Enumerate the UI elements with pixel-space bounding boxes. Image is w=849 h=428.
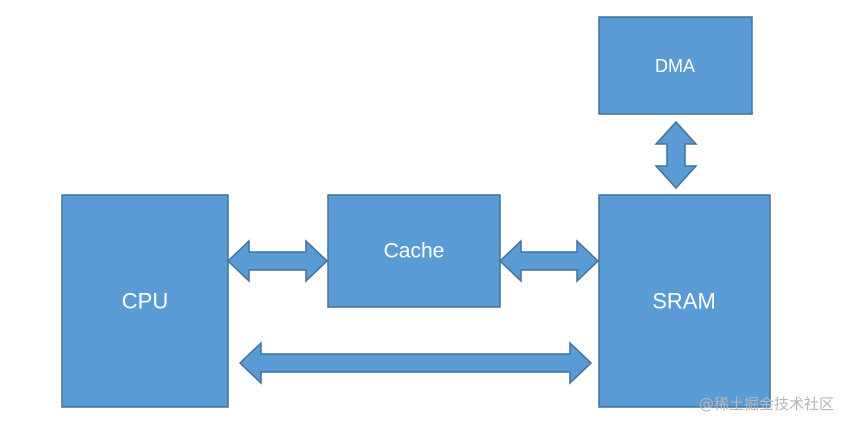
cache-sram-arrow (498, 239, 600, 283)
sram-label: SRAM (652, 289, 716, 314)
cpu-sram-arrow (238, 341, 593, 385)
cpu-label: CPU (122, 289, 168, 314)
cpu-block: CPU (61, 194, 229, 408)
dma-label: DMA (655, 56, 695, 76)
sram-block: SRAM (598, 194, 771, 408)
dma-block: DMA (598, 16, 753, 115)
cpu-cache-arrow (226, 239, 329, 283)
cache-block: Cache (327, 194, 501, 308)
watermark-text: @稀土掘金技术社区 (699, 395, 834, 413)
cache-label: Cache (384, 240, 445, 263)
dma-sram-arrow (654, 120, 698, 190)
